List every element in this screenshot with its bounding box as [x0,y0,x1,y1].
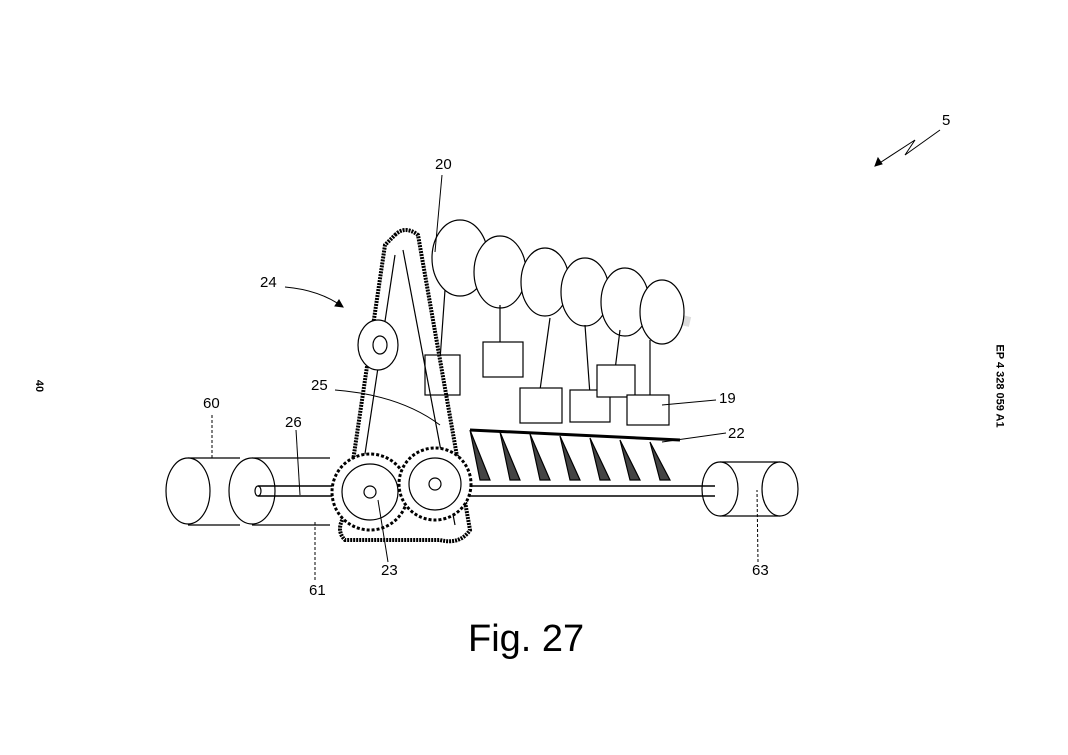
ref-label-24: 24 [260,274,277,291]
ref-label-61: 61 [309,582,326,599]
cylinder-60 [165,457,240,526]
ref-label-20: 20 [435,156,452,173]
ref-label-5: 5 [942,112,951,129]
cylinder-63 [701,461,799,517]
crankshaft-20 [431,219,692,345]
ref-label-23: 23 [381,562,398,579]
ref-label-26: 26 [285,414,302,431]
leader-lines [211,129,941,580]
pistons-19 [424,289,670,426]
ref-label-19: 19 [719,390,736,407]
publication-number: EP 4 328 059 A1 [993,344,1006,428]
shaft-26 [254,485,715,497]
gears-23 [330,446,473,532]
cylinder-61 [228,457,330,526]
ref-label-25: 25 [311,377,328,394]
page-number: 40 [33,379,46,393]
figure-caption: Fig. 27 [468,618,585,660]
ref-label-63: 63 [752,562,769,579]
ref-label-22: 22 [728,425,745,442]
ref-label-60: 60 [203,395,220,412]
valve-train-22 [469,428,681,481]
tensioner-pulley [357,319,399,371]
